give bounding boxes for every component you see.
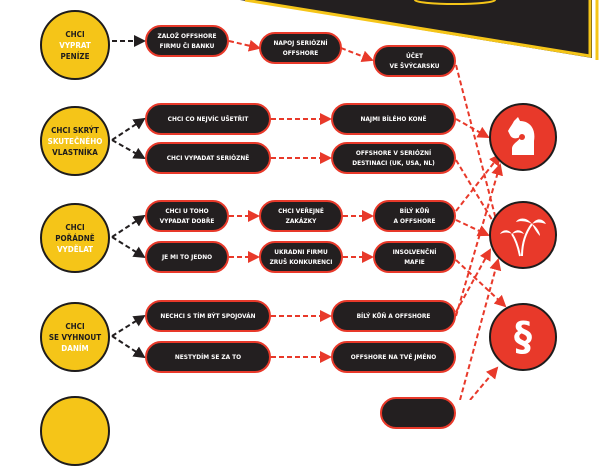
step-pill: Insolvenční mafie: [373, 241, 456, 273]
black-arrows: [111, 35, 146, 359]
red-arrows: [228, 39, 507, 400]
pill-text: Insolvenční: [392, 248, 437, 256]
pill-text: Chci co nejvíc ušetřit: [167, 115, 249, 123]
goal-line: Chci: [65, 29, 85, 39]
step-pill: Účet ve Švýcarsku: [373, 45, 456, 77]
step-pill: Chci co nejvíc ušetřit: [145, 103, 271, 135]
goal-avoid-taxes: Chcise vyhnoutdaním: [40, 302, 110, 372]
pill-text: Bílý kůň a offshore: [356, 312, 431, 320]
banner-border: [244, 0, 592, 58]
goal-line: pořádně: [55, 233, 95, 243]
goal-partial: [40, 396, 110, 466]
step-pill: Ukradni firmu zruš konkurenci: [259, 241, 343, 273]
goal-line: daním: [61, 343, 89, 353]
goal-earn: Chcipořádněvydělat: [40, 203, 110, 273]
pill-text: zruš konkurenci: [269, 258, 333, 266]
step-pill: Napoj seriózní offshore: [259, 32, 342, 64]
goal-line: Chci: [65, 321, 85, 331]
step-pill: Chci veřejné zakázky: [259, 200, 343, 232]
pill-text: Ukradni firmu: [274, 248, 328, 256]
step-pill: Offshore v seriózní destinaci (UK, USA, N…: [331, 142, 456, 174]
step-pill: Založ offshore firmu či banku: [145, 25, 229, 57]
pill-text: offshore: [282, 49, 319, 57]
pill-text: Nestydím se za to: [174, 353, 242, 361]
pill-text: zakázky: [285, 217, 317, 225]
paragraph-icon: §: [489, 303, 557, 371]
goal-line: se vyhnout: [48, 332, 102, 342]
pill-text: Nechci s tím být spojován: [160, 312, 256, 320]
step-pill: Offshore na tvé jméno: [331, 341, 456, 373]
pill-text: Založ offshore: [157, 32, 217, 40]
goal-line: Chci skrýt: [51, 125, 99, 135]
paragraph-glyph: §: [514, 314, 532, 360]
pill-text: Offshore na tvé jméno: [350, 353, 437, 361]
step-pill: Bílý kůň a offshore: [331, 300, 456, 332]
pill-text: Napoj seriózní: [273, 39, 328, 47]
step-pill: Je mi to jedno: [145, 241, 229, 273]
pill-text: Offshore v seriózní: [355, 149, 432, 157]
horse-icon: [489, 103, 557, 171]
pill-text: firmu či banku: [159, 42, 215, 50]
goal-line: vyprat: [59, 40, 91, 50]
step-pill: Najmi bílého koně: [331, 103, 456, 135]
goal-hide-owner: Chci skrýtskutečnéhovlastníka: [40, 106, 110, 176]
step-pill: Chci vypadat seriózně: [145, 142, 271, 174]
banner-emblem: [414, 0, 496, 5]
pill-text: Chci veřejné: [278, 207, 324, 215]
pill-text: Účet: [405, 52, 424, 60]
goal-line: vlastníka: [52, 147, 98, 157]
goal-line: Chci: [65, 222, 85, 232]
pill-text: Chci vypadat seriózně: [166, 154, 250, 162]
banner-and-connectors: [111, 0, 599, 400]
pill-text: vypadat dobře: [159, 217, 215, 225]
pill-text: Najmi bílého koně: [360, 115, 427, 123]
pill-text: Bílý kůň: [399, 207, 430, 215]
pill-text: ve Švýcarsku: [389, 62, 440, 70]
step-pill: Bílý kůň a offshore: [373, 200, 456, 232]
goal-line: peníze: [60, 51, 90, 61]
step-pill: Chci u toho vypadat dobře: [145, 200, 229, 232]
step-pill: Nestydím se za to: [145, 341, 271, 373]
goal-line: vydělat: [56, 244, 94, 254]
pill-text: Chci u toho: [165, 207, 209, 215]
step-pill-partial: [380, 397, 456, 429]
pill-text: mafie: [404, 258, 425, 266]
pill-text: Je mi to jedno: [161, 253, 213, 261]
pill-text: a offshore: [393, 217, 436, 225]
goal-line: skutečného: [47, 136, 103, 146]
palm-icon: [489, 201, 557, 269]
pill-text: destinaci (UK, USA, NL): [352, 159, 435, 167]
goal-launder-money: Chcivypratpeníze: [40, 10, 110, 80]
step-pill: Nechci s tím být spojován: [145, 300, 271, 332]
